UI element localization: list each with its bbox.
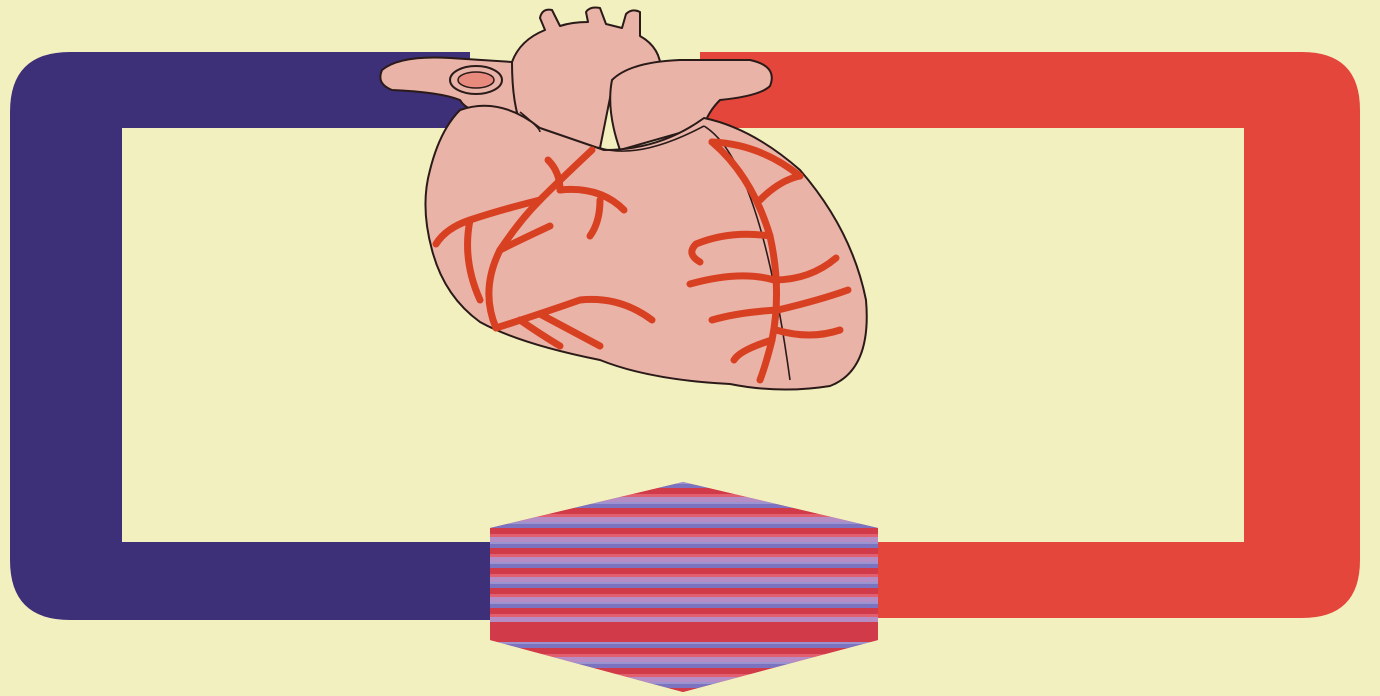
capillary-stripe bbox=[488, 634, 880, 637]
capillary-stripe bbox=[488, 537, 880, 542]
capillary-stripe bbox=[488, 528, 880, 534]
capillary-stripe bbox=[488, 562, 880, 564]
capillary-stripe bbox=[488, 637, 880, 642]
capillary-stripe bbox=[488, 608, 880, 614]
capillary-stripe bbox=[488, 548, 880, 554]
capillary-stripe bbox=[488, 594, 880, 597]
capillary-stripe bbox=[488, 522, 880, 524]
capillary-stripe bbox=[488, 628, 880, 634]
capillary-stripe bbox=[488, 534, 880, 537]
capillary-stripe bbox=[488, 524, 880, 528]
capillary-stripe bbox=[488, 542, 880, 544]
capillary-stripe bbox=[488, 588, 880, 594]
capillary-stripe bbox=[488, 574, 880, 577]
capillary-stripe bbox=[488, 648, 880, 654]
capillary-stripe bbox=[488, 624, 880, 628]
capillary-stripe bbox=[488, 622, 880, 624]
capillary-stripe bbox=[488, 584, 880, 588]
capillary-stripe bbox=[488, 582, 880, 584]
capillary-stripe bbox=[488, 597, 880, 602]
capillary-stripe bbox=[488, 557, 880, 562]
capillary-stripe bbox=[488, 517, 880, 522]
capillary-stripe bbox=[488, 568, 880, 574]
capillary-stripe bbox=[488, 544, 880, 548]
capillary-stripe bbox=[488, 644, 880, 648]
capillary-stripe bbox=[488, 554, 880, 557]
capillary-stripe bbox=[488, 577, 880, 582]
capillary-stripe bbox=[488, 642, 880, 644]
capillary-stripe bbox=[488, 602, 880, 604]
capillary-stripe bbox=[488, 617, 880, 622]
capillary-stripe bbox=[488, 614, 880, 617]
capillary-stripe bbox=[488, 604, 880, 608]
vessel-lumen bbox=[458, 72, 494, 88]
capillary-stripe bbox=[488, 564, 880, 568]
